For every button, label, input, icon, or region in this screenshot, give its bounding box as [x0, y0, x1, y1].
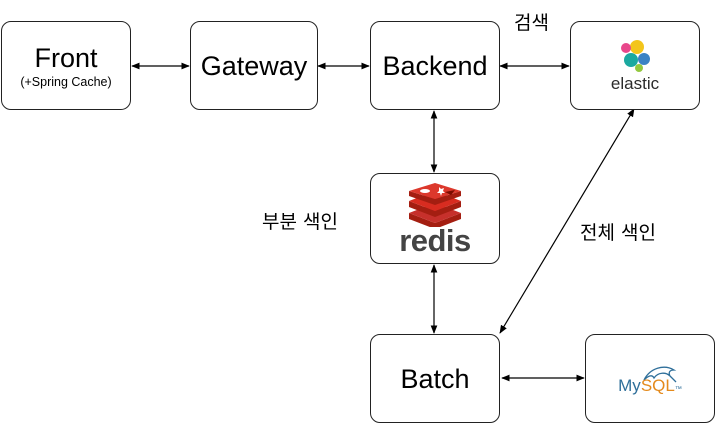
redis-logo-icon	[409, 182, 461, 227]
edge-label-search: 검색	[514, 12, 549, 34]
redis-logo-text: redis	[399, 222, 471, 258]
node-gateway-title: Gateway	[200, 50, 308, 81]
node-batch-title: Batch	[400, 363, 470, 394]
edge-batch-elastic	[499, 108, 635, 334]
node-mysql[interactable]: MySQL™	[585, 334, 715, 423]
elastic-logo-text: elastic	[610, 73, 660, 93]
mysql-logo-text: MySQL™	[618, 376, 682, 396]
mysql-logo: MySQL™	[618, 362, 682, 396]
node-batch[interactable]: Batch	[370, 334, 500, 423]
edge-label-partial-index: 부분 색인	[262, 211, 338, 233]
elastic-logo-icon	[621, 39, 650, 72]
node-front-title: Front	[34, 42, 98, 73]
dolphin-icon	[643, 366, 677, 382]
node-redis[interactable]: redis	[370, 173, 500, 264]
mysql-logo-text-accent: SQL	[640, 375, 675, 395]
node-gateway[interactable]: Gateway	[190, 21, 318, 110]
mysql-logo-text-main: My	[618, 375, 641, 395]
node-front-subtitle: (+Spring Cache)	[20, 74, 112, 89]
mysql-logo-suffix: ™	[674, 385, 682, 393]
node-front[interactable]: Front (+Spring Cache)	[1, 21, 131, 110]
node-backend[interactable]: Backend	[370, 21, 500, 110]
edge-label-full-index: 전체 색인	[580, 222, 656, 244]
node-elastic[interactable]: elastic	[570, 21, 700, 110]
node-backend-title: Backend	[382, 50, 488, 81]
